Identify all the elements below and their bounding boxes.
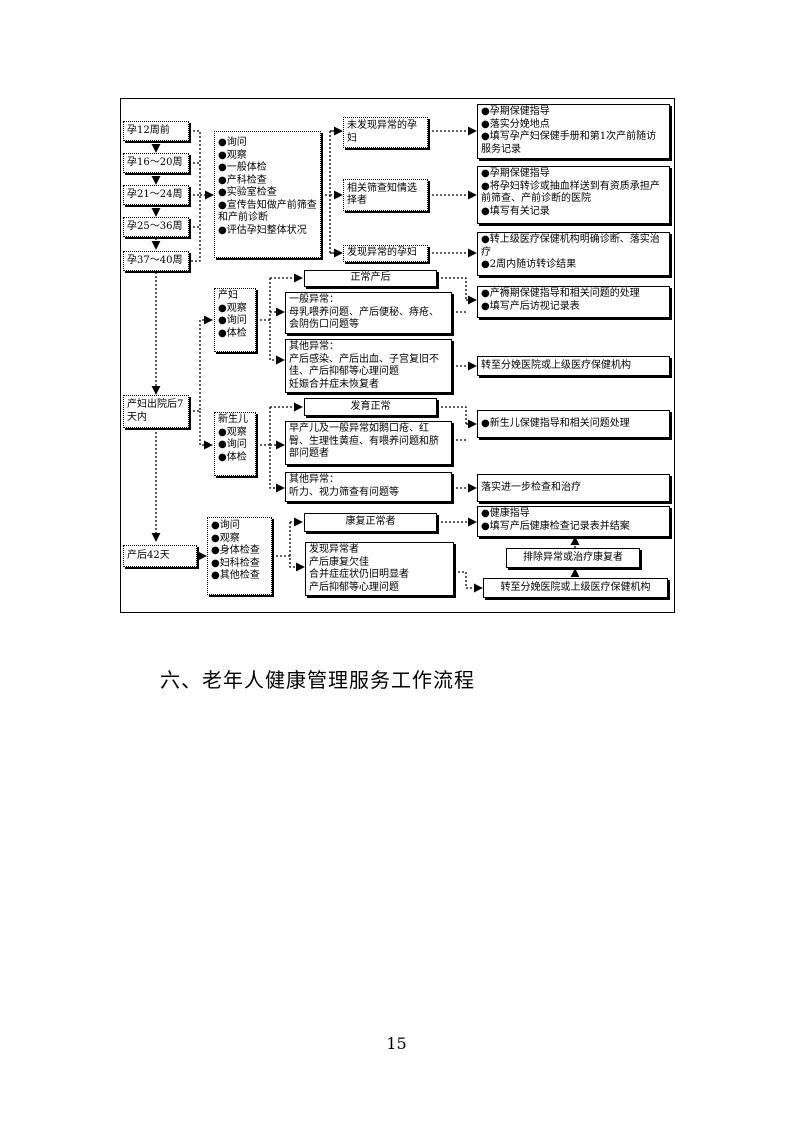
mother-item: ●询问	[218, 315, 247, 326]
outcome-detail: 妊娠合并症未恢复者	[289, 378, 379, 390]
outcome-detail: 产后抑郁等心理问题	[309, 581, 399, 593]
check-item: ●实验室检查	[218, 187, 277, 198]
stage-box: 孕25～36周	[123, 217, 189, 237]
action-item: ●落实分娩地点	[481, 118, 550, 130]
flowchart-connectors	[151, 126, 580, 593]
day42-checks-box: ●询问 ●观察 ●身体检查 ●妇科检查 ●其他检查	[207, 517, 272, 595]
outcome-detail: 听力、视力筛查有问题等	[289, 486, 399, 498]
newborn-care-action-box: ●新生儿保健指导和相关问题处理	[477, 410, 670, 438]
check-item: ●身体检查	[211, 545, 260, 556]
mother-other-abnormal-box: 其他异常： 产后感染、产后出血、子宫复旧不佳、产后抑郁等心理问题 妊娠合并症未恢…	[285, 339, 452, 393]
mother-item: 产妇	[218, 290, 238, 301]
outcome-title: 一般异常：	[289, 294, 339, 305]
day42-referral-box: 转至分娩医院或上级医疗保健机构	[483, 578, 668, 598]
newborn-item: ●观察	[218, 426, 247, 438]
newborn-box: 新生儿 ●观察 ●询问 ●体检	[214, 412, 256, 476]
check-item: ●观察	[211, 532, 240, 544]
day42-abnormal-box: 发现异常者 产后康复欠佳 合并症症状仍旧明显者 产后抑郁等心理问题	[305, 542, 454, 596]
action-item: ●新生儿保健指导和相关问题处理	[481, 417, 630, 429]
page-number: 15	[386, 1034, 407, 1053]
action-item: 转至分娩医院或上级医疗保健机构	[500, 581, 651, 593]
action-item: ●孕期保健指导	[481, 168, 550, 179]
check-item: ●询问	[211, 520, 240, 531]
outcome-label: 发育正常	[350, 400, 391, 412]
outcome-detail: 合并症症状仍旧明显者	[309, 569, 409, 580]
newborn-item: 新生儿	[218, 414, 248, 425]
outcome-no-abnormal: 未发现异常的孕妇	[343, 117, 428, 148]
action-item: ●孕期保健指导	[481, 106, 550, 117]
outcome-abnormal: 发现异常的孕妇	[343, 245, 428, 262]
stage-box: 孕12周前	[123, 121, 189, 141]
outcome-detail: 产后感染、产后出血、子宫复旧不佳、产后抑郁等心理问题	[289, 353, 439, 378]
day42-actions-box: ●健康指导 ●填写产后健康检查记录表并结案	[477, 506, 670, 537]
outcome-label: 相关筛查知情选择者	[347, 182, 417, 207]
action-no-abnormal: ●孕期保健指导 ●落实分娩地点 ●填写孕产妇保健手册和第1次产前随访服务记录	[477, 104, 670, 159]
action-item: ●填写产后健康检查记录表并结案	[481, 520, 630, 532]
section-heading: 六、老年人健康管理服务工作流程	[160, 668, 475, 692]
stage-box: 孕16～20周	[123, 153, 189, 173]
outcome-label: 正常产后	[350, 272, 391, 284]
mother-care-action-box: ●产褥期保健指导和相关问题的处理 ●填写产后访视记录表	[477, 286, 670, 318]
outcome-title: 发现异常者	[309, 544, 359, 555]
action-item: 转至分娩医院或上级医疗保健机构	[481, 359, 631, 371]
check-item: ●评估孕妇整体状况	[218, 224, 307, 236]
check-item: ●产科检查	[218, 174, 267, 186]
action-item: ●2周内随访转诊结果	[481, 259, 577, 270]
mother-normal-box: 正常产后	[304, 270, 437, 287]
action-item: ●转上级医疗保健机构明确诊断、落实治疗	[481, 234, 660, 258]
stage-label: 孕37～40周	[127, 254, 183, 266]
action-item: ●将孕妇转诊或抽血样送到有资质承担产前筛查、产前诊断的医院	[481, 180, 660, 205]
mother-referral-box: 转至分娩医院或上级医疗保健机构	[477, 356, 670, 376]
action-item: ●健康指导	[481, 508, 530, 519]
flowchart-frame	[120, 98, 675, 613]
stage-label: 孕12周前	[127, 124, 170, 136]
check-item: ●妇科检查	[211, 557, 260, 569]
mother-item: ●体检	[218, 327, 247, 339]
prenatal-checks-box: ●询问 ●观察 ●一般体检 ●产科检查 ●实验室检查 ●宣传告知做产前筛查和产前…	[214, 131, 321, 258]
newborn-item: ●体检	[218, 451, 247, 463]
day42-recovered-box: 康复正常者	[304, 513, 437, 532]
stage-box: 孕37～40周	[123, 251, 189, 271]
newborn-followup-box: 落实进一步检查和治疗	[477, 474, 670, 502]
outcome-detail: 早产儿及一般异常如鹅口疮、红臀、生理性黄疸、有喂养问题和脐部问题者	[289, 423, 439, 459]
mother-box: 产妇 ●观察 ●询问 ●体检	[214, 288, 256, 352]
check-item: ●其他检查	[211, 570, 260, 581]
action-item: ●填写产后访视记录表	[481, 300, 580, 312]
action-screening: ●孕期保健指导 ●将孕妇转诊或抽血样送到有资质承担产前筛查、产前诊断的医院 ●填…	[477, 166, 670, 224]
check-item: ●询问	[218, 137, 247, 148]
outcome-label: 未发现异常的孕妇	[347, 120, 417, 144]
outcome-label: 发现异常的孕妇	[347, 247, 417, 259]
action-item: ●填写孕产妇保健手册和第1次产前随访服务记录	[481, 131, 657, 155]
newborn-item: ●询问	[218, 439, 247, 450]
stage-label: 产妇出院后7天内	[127, 399, 184, 423]
outcome-label: 康复正常者	[345, 516, 396, 528]
newborn-other-abnormal-box: 其他异常： 听力、视力筛查有问题等	[285, 472, 452, 502]
mother-general-abnormal-box: 一般异常： 母乳喂养问题、产后便秘、痔疮、会阴伤口问题等	[285, 292, 452, 334]
maternal-care-flowchart: 孕12周前 孕16～20周 孕21～24周 孕25～36周 孕37～40周 产妇…	[123, 104, 670, 598]
action-item: 落实进一步检查和治疗	[481, 481, 581, 493]
action-abnormal: ●转上级医疗保健机构明确诊断、落实治疗 ●2周内随访转诊结果	[477, 232, 670, 276]
mother-item: ●观察	[218, 302, 247, 314]
day42-exclude-box: 排除异常或治疗康复者	[506, 548, 640, 568]
check-item: ●观察	[218, 149, 247, 161]
stage-label: 产后42天	[127, 549, 170, 561]
stage-label: 孕25～36周	[127, 220, 183, 232]
newborn-general-abnormal-box: 早产儿及一般异常如鹅口疮、红臀、生理性黄疸、有喂养问题和脐部问题者	[285, 421, 452, 465]
check-item: ●宣传告知做产前筛查和产前诊断	[218, 199, 317, 224]
action-item: 排除异常或治疗康复者	[523, 551, 623, 563]
check-item: ●一般体检	[218, 162, 267, 173]
stage-box: 孕21～24周	[123, 185, 189, 205]
outcome-detail: 产后康复欠佳	[309, 556, 369, 568]
stage-label: 孕21～24周	[127, 188, 183, 200]
outcome-detail: 母乳喂养问题、产后便秘、痔疮、会阴伤口问题等	[289, 306, 439, 331]
newborn-normal-box: 发育正常	[304, 398, 437, 416]
outcome-title: 其他异常：	[289, 474, 339, 485]
action-item: ●填写有关记录	[481, 205, 550, 217]
stage-label: 孕16～20周	[127, 156, 183, 168]
action-item: ●产褥期保健指导和相关问题的处理	[481, 288, 640, 299]
outcome-screening: 相关筛查知情选择者	[343, 179, 428, 211]
stage-box: 产后42天	[123, 545, 197, 567]
outcome-title: 其他异常：	[289, 341, 339, 352]
stage-box: 产妇出院后7天内	[123, 395, 189, 428]
